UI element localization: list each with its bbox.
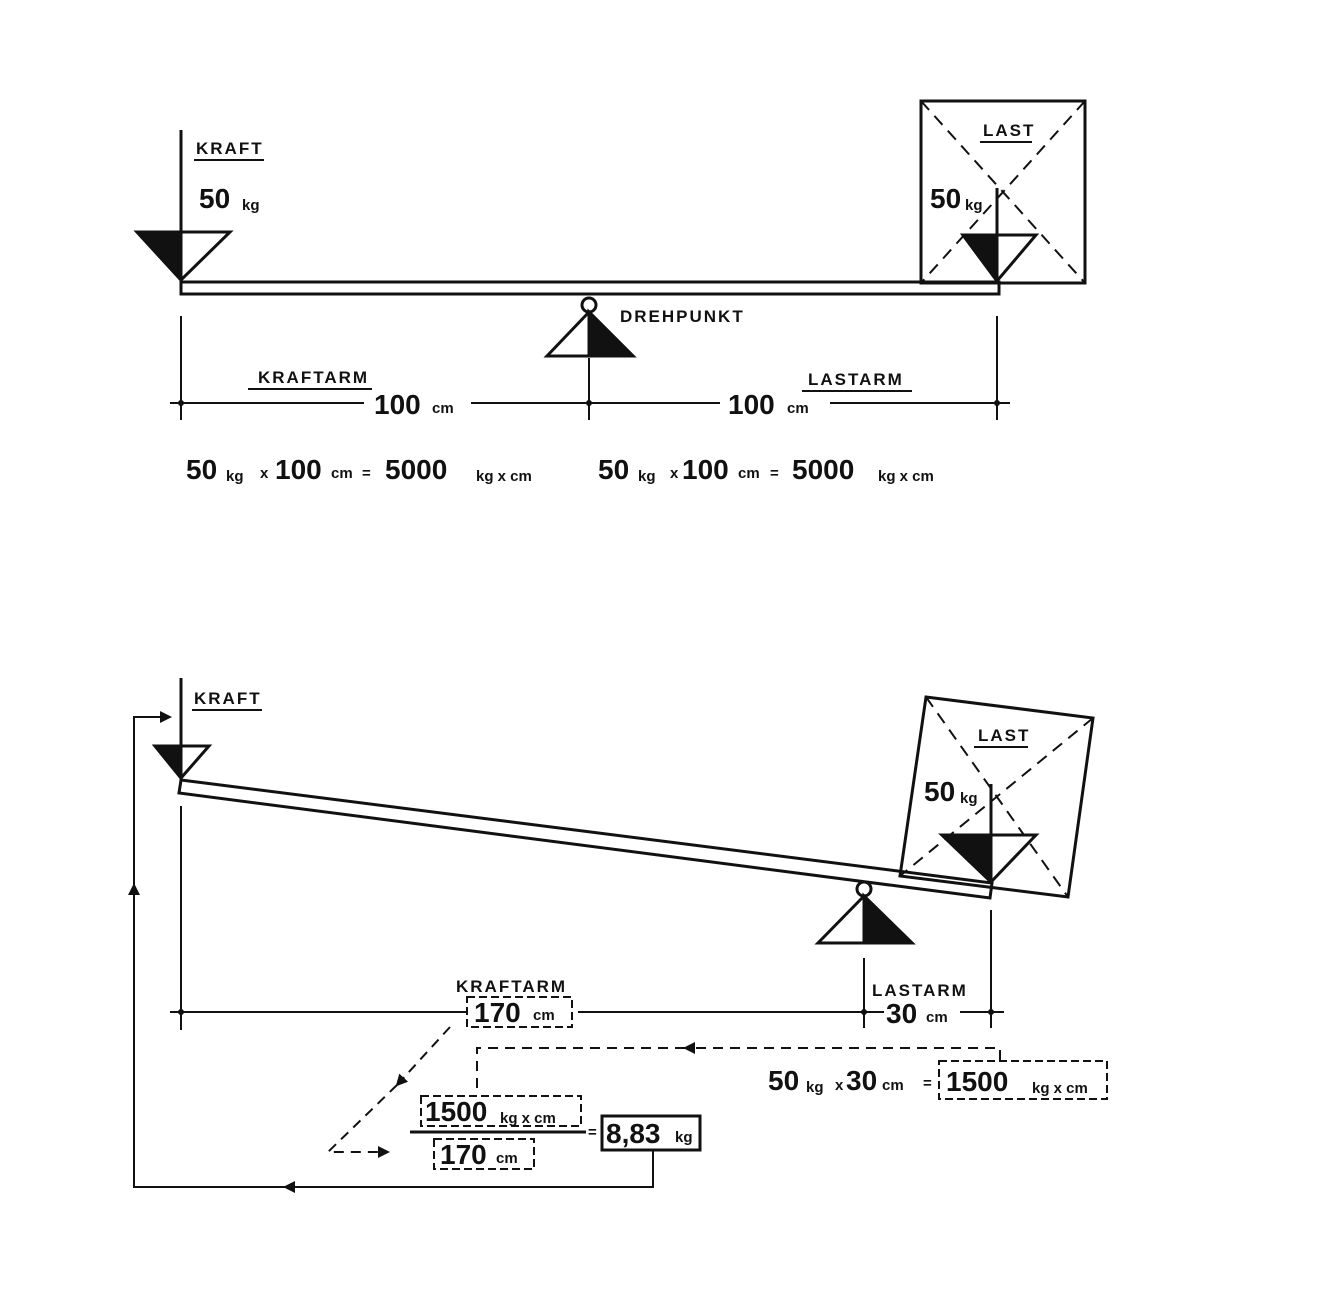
bottom-fraction-result-box (600, 1114, 702, 1152)
bottom-last-value: 50 (924, 776, 955, 807)
top-lever-diagram: KRAFT 50 kg LAST 50 kg (133, 99, 1087, 485)
svg-text:cm: cm (882, 1077, 904, 1094)
svg-text:5000: 5000 (792, 454, 854, 485)
bottom-kraftarm-label: KRAFTARM (456, 977, 567, 996)
svg-text:kg x cm: kg x cm (1032, 1080, 1088, 1097)
svg-text:=: = (588, 1124, 597, 1141)
bottom-kraft-label: KRAFT (194, 689, 262, 708)
top-kraft-value: 50 (199, 183, 230, 214)
bottom-dashed-line-to-numerator (476, 1047, 685, 1095)
bottom-dim-dot-center (861, 1009, 867, 1015)
top-dim-dot-center (586, 400, 592, 406)
svg-text:5000: 5000 (385, 454, 447, 485)
svg-text:50: 50 (186, 454, 217, 485)
svg-text:50: 50 (768, 1065, 799, 1096)
top-equation-right: 50 kg x 100 cm = 5000 kg x cm (598, 454, 934, 485)
top-last-weight-triangle (960, 233, 1040, 286)
top-pivot-drehpunkt (543, 296, 637, 358)
bottom-fraction-denominator-box (433, 1138, 535, 1170)
svg-text:30: 30 (846, 1065, 877, 1096)
bottom-last-unit: kg (960, 790, 978, 807)
svg-text:x: x (260, 465, 269, 482)
bottom-dim-dot-left (178, 1009, 184, 1015)
svg-text:8,83: 8,83 (606, 1118, 661, 1149)
bottom-fraction-numerator-box (420, 1095, 582, 1127)
top-kraftarm-value: 100 (374, 389, 421, 420)
bottom-moment-equation: 50 kg x 30 cm = 1500 kg x cm (768, 1060, 1108, 1100)
bottom-pivot (814, 880, 916, 945)
bottom-lastarm-unit: cm (926, 1009, 948, 1026)
svg-text:kg: kg (638, 468, 656, 485)
top-lastarm-label: LASTARM (808, 370, 904, 389)
svg-text:170: 170 (440, 1139, 487, 1170)
svg-text:kg x cm: kg x cm (476, 468, 532, 485)
top-kraftarm-unit: cm (432, 400, 454, 417)
bottom-kraft-weight-triangle (151, 744, 213, 783)
bottom-dim-dot-right (988, 1009, 994, 1015)
top-kraftarm-label: KRAFTARM (258, 368, 369, 387)
bottom-kraftarm-value-box (466, 996, 573, 1028)
bottom-feedback-loop-line (133, 711, 654, 1188)
svg-text:kg x cm: kg x cm (500, 1110, 556, 1127)
top-last-box (919, 99, 1087, 285)
top-lastarm-value: 100 (728, 389, 775, 420)
svg-text:100: 100 (682, 454, 729, 485)
top-dim-dot-right (994, 400, 1000, 406)
svg-text:x: x (670, 465, 679, 482)
svg-text:1500: 1500 (425, 1096, 487, 1127)
bottom-kraftarm-unit: cm (533, 1007, 555, 1024)
bottom-lastarm-label: LASTARM (872, 981, 968, 1000)
svg-text:=: = (770, 465, 779, 482)
top-lastarm-unit: cm (787, 400, 809, 417)
svg-text:kg: kg (675, 1129, 693, 1146)
bottom-last-box (898, 695, 1095, 899)
svg-text:cm: cm (496, 1150, 518, 1167)
top-pivot-label: DREHPUNKT (620, 307, 745, 326)
bottom-moment-result-box (938, 1060, 1108, 1100)
top-kraft-weight-triangle (133, 230, 234, 284)
top-kraft-label: KRAFT (196, 139, 264, 158)
bottom-lever-diagram: KRAFT LAST 50 kg (128, 678, 1108, 1193)
svg-text:cm: cm (738, 465, 760, 482)
svg-text:1500: 1500 (946, 1066, 1008, 1097)
bottom-last-weight-triangle (938, 833, 1040, 886)
svg-text:kg: kg (806, 1079, 824, 1096)
top-dim-dot-left (178, 400, 184, 406)
svg-text:x: x (835, 1077, 844, 1094)
bottom-lastarm-value: 30 (886, 998, 917, 1029)
bottom-dashed-arrow-moment (683, 1042, 1001, 1060)
top-kraft-unit: kg (242, 197, 260, 214)
svg-text:kg: kg (226, 468, 244, 485)
svg-text:=: = (923, 1075, 932, 1092)
top-equation-left: 50 kg x 100 cm = 5000 kg x cm (186, 454, 532, 485)
bottom-dashed-line-to-denominator (325, 1084, 398, 1158)
bottom-dashed-arrow-kraftarm (395, 1026, 451, 1087)
svg-text:100: 100 (275, 454, 322, 485)
svg-text:cm: cm (331, 465, 353, 482)
top-last-value: 50 (930, 183, 961, 214)
top-last-unit: kg (965, 197, 983, 214)
bottom-fraction: 1500 kg x cm 170 cm = 8,83 kg (410, 1095, 702, 1170)
top-last-label: LAST (983, 121, 1035, 140)
top-lever-beam (179, 280, 1001, 296)
bottom-lever-beam (177, 778, 994, 900)
bottom-kraftarm-value: 170 (474, 997, 521, 1028)
svg-text:=: = (362, 465, 371, 482)
svg-text:50: 50 (598, 454, 629, 485)
bottom-last-label: LAST (978, 726, 1030, 745)
svg-text:kg x cm: kg x cm (878, 468, 934, 485)
